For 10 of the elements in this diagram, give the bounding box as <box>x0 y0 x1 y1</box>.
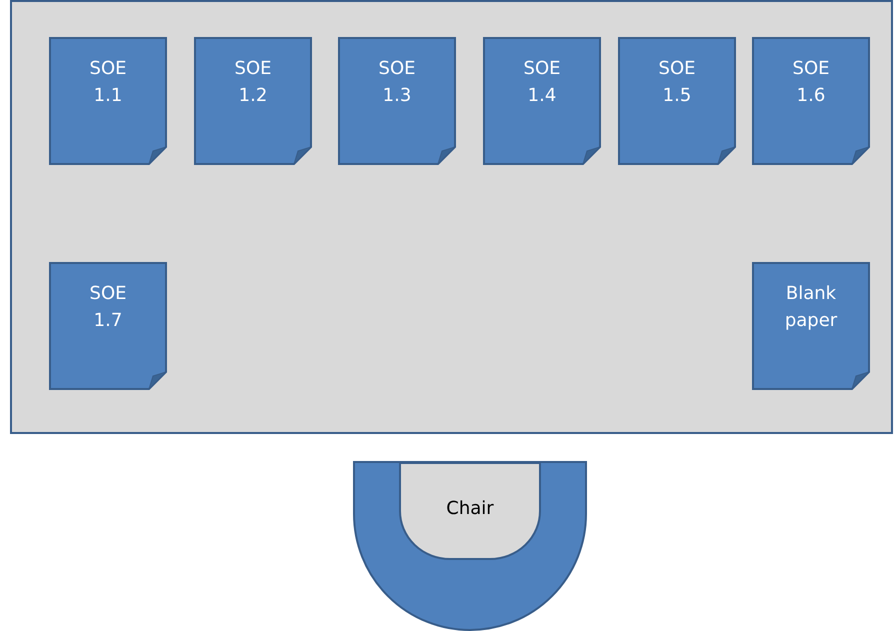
paper-label: SOE 1.5 <box>658 57 696 108</box>
paper-label: SOE 1.2 <box>234 57 272 108</box>
paper-label: SOE 1.1 <box>88 57 128 108</box>
paper-label: SOE 1.6 <box>792 57 830 108</box>
paper-label: SOE 1.4 <box>522 57 562 108</box>
paper-label: SOE 1.3 <box>378 57 416 108</box>
table-top <box>10 0 893 434</box>
paper-label: SOE 1.7 <box>88 282 128 333</box>
paper-label: Blank paper <box>784 282 838 333</box>
chair-label: Chair <box>445 497 495 521</box>
